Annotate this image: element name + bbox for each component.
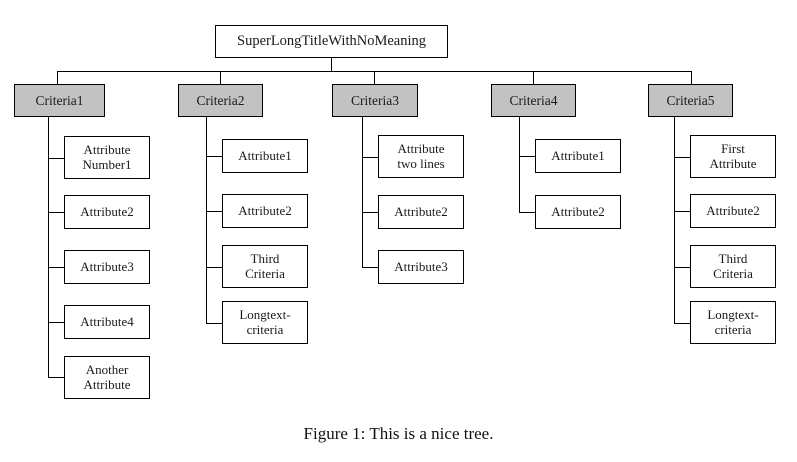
- attribute-label-2-2: Attribute2: [238, 202, 292, 218]
- attribute-node-1-1[interactable]: Attribute Number1: [64, 136, 150, 179]
- attribute-label-3-1: Attribute two lines: [397, 140, 445, 171]
- attribute-label-1-3: Attribute3: [80, 258, 134, 274]
- criteria-drop-line-5: [691, 71, 692, 84]
- child-stub-1-2: [48, 212, 64, 213]
- child-stub-3-1: [362, 157, 378, 158]
- criteria-node-4[interactable]: Criteria4: [491, 84, 576, 117]
- root-stem-line: [331, 58, 332, 72]
- child-stub-5-1: [674, 157, 690, 158]
- criteria-spine-3: [362, 117, 363, 268]
- child-stub-5-4: [674, 323, 690, 324]
- criteria-label-4: Criteria4: [509, 92, 558, 108]
- attribute-label-4-2: Attribute2: [551, 203, 605, 219]
- criteria-label-2: Criteria2: [196, 92, 245, 108]
- attribute-label-5-2: Attribute2: [706, 202, 760, 218]
- criteria-node-1[interactable]: Criteria1: [14, 84, 105, 117]
- attribute-node-2-2[interactable]: Attribute2: [222, 194, 308, 228]
- attribute-label-1-2: Attribute2: [80, 203, 134, 219]
- child-stub-5-2: [674, 211, 690, 212]
- criteria-label-5: Criteria5: [666, 92, 715, 108]
- attribute-node-1-2[interactable]: Attribute2: [64, 195, 150, 229]
- attribute-label-2-4: Longtext- criteria: [239, 306, 291, 337]
- child-stub-2-1: [206, 156, 222, 157]
- child-stub-3-3: [362, 267, 378, 268]
- criteria-spine-1: [48, 117, 49, 377]
- attribute-label-3-3: Attribute3: [394, 258, 448, 274]
- criteria-drop-line-2: [220, 71, 221, 84]
- attribute-label-5-1: First Attribute: [709, 140, 757, 171]
- attribute-node-3-2[interactable]: Attribute2: [378, 195, 464, 229]
- criteria-node-3[interactable]: Criteria3: [332, 84, 418, 117]
- criteria-drop-line-4: [533, 71, 534, 84]
- criteria-spine-2: [206, 117, 207, 323]
- attribute-label-1-1: Attribute Number1: [82, 141, 132, 172]
- figure-caption: Figure 1: This is a nice tree.: [0, 424, 797, 444]
- criteria-node-2[interactable]: Criteria2: [178, 84, 263, 117]
- attribute-label-2-3: Third Criteria: [245, 250, 285, 281]
- child-stub-3-2: [362, 212, 378, 213]
- child-stub-4-1: [519, 156, 535, 157]
- attribute-node-2-3[interactable]: Third Criteria: [222, 245, 308, 288]
- child-stub-4-2: [519, 212, 535, 213]
- child-stub-1-5: [48, 377, 64, 378]
- attribute-node-2-1[interactable]: Attribute1: [222, 139, 308, 173]
- criteria-spine-5: [674, 117, 675, 323]
- figure-caption-text: Figure 1: This is a nice tree.: [303, 424, 494, 443]
- tree-root-node[interactable]: SuperLongTitleWithNoMeaning: [215, 25, 448, 58]
- criteria-label-3: Criteria3: [351, 92, 399, 108]
- attribute-node-5-2[interactable]: Attribute2: [690, 194, 776, 228]
- attribute-label-3-2: Attribute2: [394, 203, 448, 219]
- child-stub-2-2: [206, 211, 222, 212]
- attribute-label-2-1: Attribute1: [238, 147, 292, 163]
- child-stub-1-1: [48, 158, 64, 159]
- attribute-label-5-4: Longtext- criteria: [707, 306, 759, 337]
- attribute-label-4-1: Attribute1: [551, 147, 605, 163]
- tree-root-label: SuperLongTitleWithNoMeaning: [237, 33, 426, 50]
- child-stub-5-3: [674, 267, 690, 268]
- attribute-label-1-5: Another Attribute: [83, 361, 131, 392]
- criteria-drop-line-1: [57, 71, 58, 84]
- criteria-label-1: Criteria1: [35, 92, 84, 108]
- attribute-node-3-3[interactable]: Attribute3: [378, 250, 464, 284]
- child-stub-2-4: [206, 323, 222, 324]
- attribute-node-3-1[interactable]: Attribute two lines: [378, 135, 464, 178]
- criteria-spine-4: [519, 117, 520, 213]
- child-stub-1-4: [48, 322, 64, 323]
- criteria-drop-line-3: [374, 71, 375, 84]
- attribute-node-5-3[interactable]: Third Criteria: [690, 245, 776, 288]
- attribute-node-4-2[interactable]: Attribute2: [535, 195, 621, 229]
- child-stub-1-3: [48, 267, 64, 268]
- attribute-node-1-5[interactable]: Another Attribute: [64, 356, 150, 399]
- attribute-node-1-4[interactable]: Attribute4: [64, 305, 150, 339]
- attribute-node-2-4[interactable]: Longtext- criteria: [222, 301, 308, 344]
- attribute-node-4-1[interactable]: Attribute1: [535, 139, 621, 173]
- criteria-node-5[interactable]: Criteria5: [648, 84, 733, 117]
- attribute-node-1-3[interactable]: Attribute3: [64, 250, 150, 284]
- child-stub-2-3: [206, 267, 222, 268]
- attribute-label-5-3: Third Criteria: [713, 250, 753, 281]
- attribute-node-5-4[interactable]: Longtext- criteria: [690, 301, 776, 344]
- attribute-label-1-4: Attribute4: [80, 313, 134, 329]
- attribute-node-5-1[interactable]: First Attribute: [690, 135, 776, 178]
